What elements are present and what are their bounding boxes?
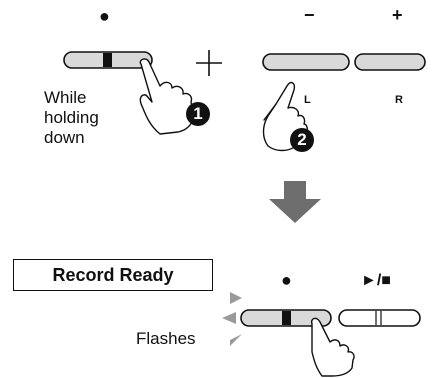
step-marker-1: 1 xyxy=(186,102,210,126)
plus-button[interactable] xyxy=(354,53,426,71)
minus-symbol: − xyxy=(304,5,315,25)
record-symbol-bottom: ● xyxy=(281,270,292,290)
pressing-hand-icon xyxy=(139,58,195,135)
plus-symbol: + xyxy=(392,5,403,25)
record-symbol-top: ● xyxy=(99,6,110,26)
record-button-flashing[interactable] xyxy=(240,309,332,327)
instruction-line-1: While xyxy=(44,88,87,107)
instruction-line-2: holding xyxy=(44,108,99,127)
right-label: R xyxy=(395,94,403,106)
flashes-label: Flashes xyxy=(136,329,196,348)
play-stop-symbol: ►/■ xyxy=(361,272,391,289)
flash-arrows-icon xyxy=(222,292,242,346)
minus-button[interactable] xyxy=(262,53,350,71)
play-stop-button[interactable] xyxy=(338,309,421,327)
left-label: L xyxy=(304,94,311,106)
combine-plus-icon xyxy=(196,50,222,76)
step-marker-2: 2 xyxy=(290,128,314,152)
next-step-arrow-icon xyxy=(269,181,321,223)
instruction-text: While holding down xyxy=(44,88,99,148)
record-button[interactable] xyxy=(63,51,153,69)
record-ready-label: Record Ready xyxy=(13,259,213,291)
instruction-line-3: down xyxy=(44,128,85,147)
pressing-hand-3-icon xyxy=(310,317,355,377)
